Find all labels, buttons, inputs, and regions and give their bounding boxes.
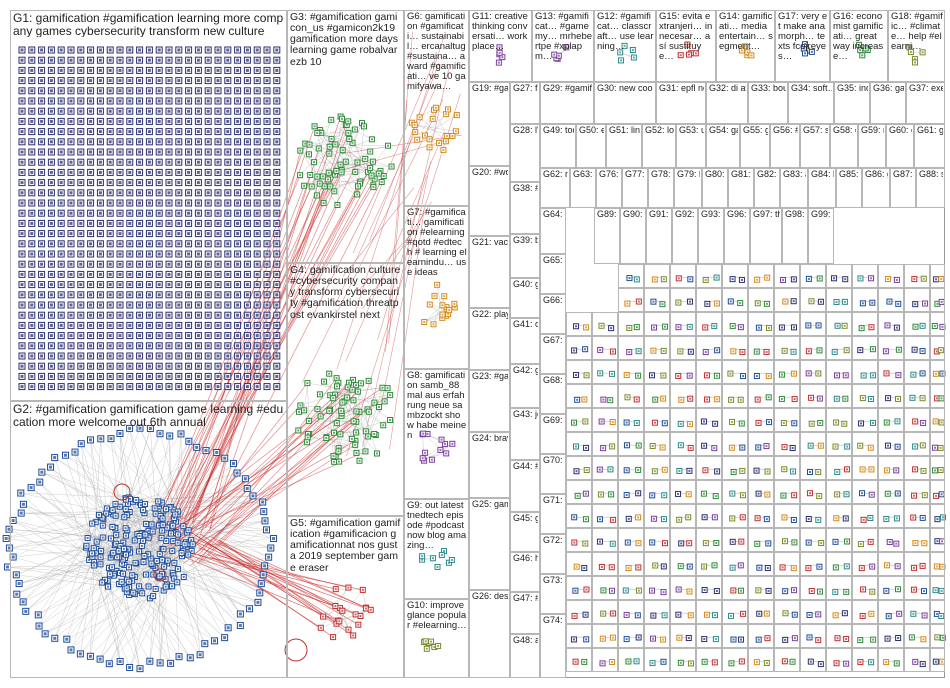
vertex-fill — [6, 565, 9, 568]
vertex-fill — [5, 537, 8, 540]
